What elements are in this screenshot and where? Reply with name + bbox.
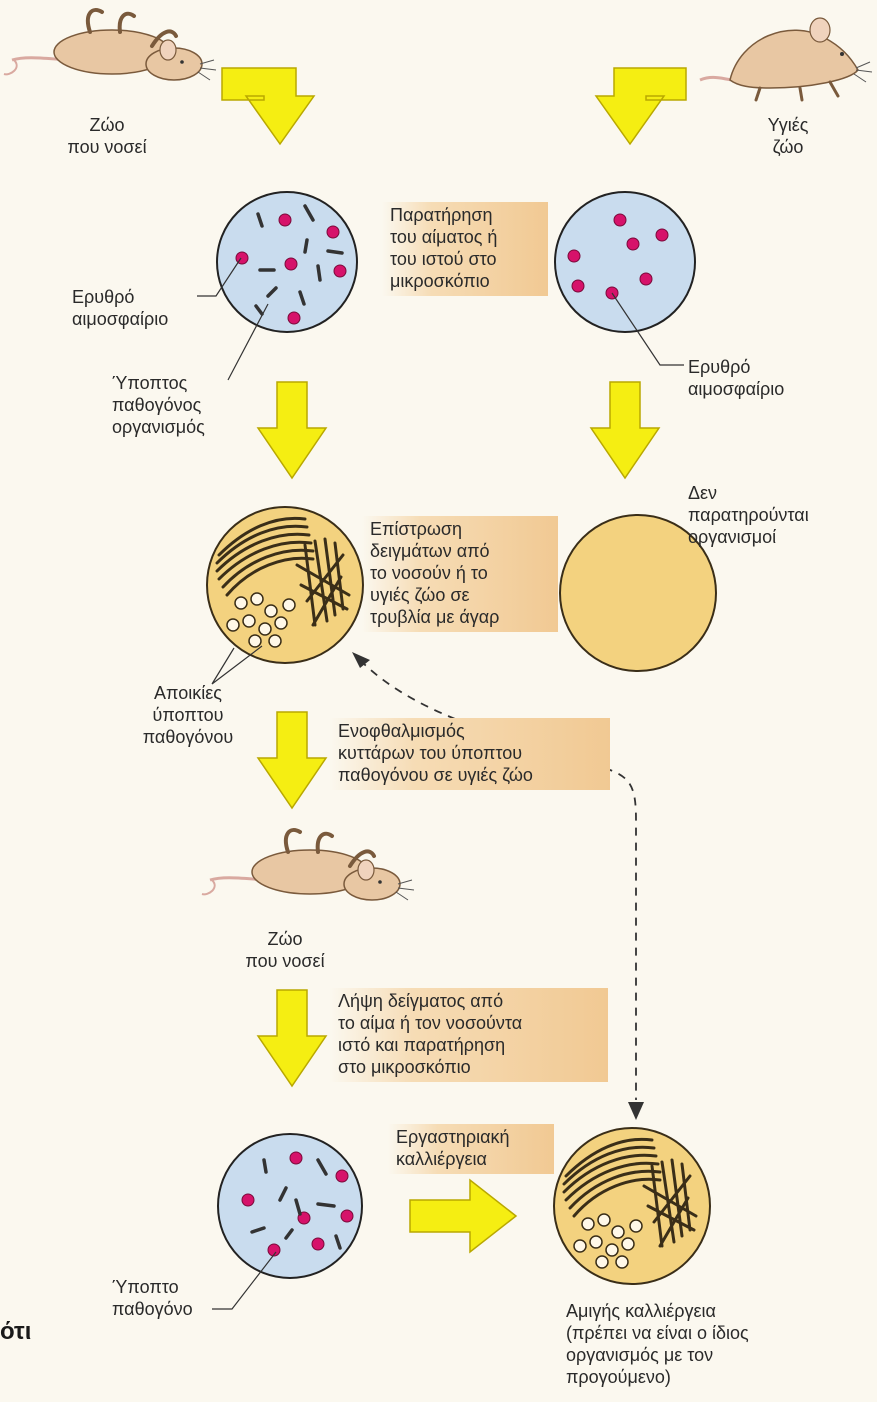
step-lab-culture: Εργαστηριακή καλλιέργεια [388, 1124, 554, 1174]
label-red-cell-left: Ερυθρό αιμοσφαίριο [72, 286, 202, 330]
bent-arrow-left [222, 68, 314, 144]
agar-plate-colonies [207, 507, 363, 663]
sick-mouse-top [4, 10, 216, 80]
step-inoculation: Ενοφθαλμισμός κυττάρων του ύποπτου παθογ… [330, 718, 610, 790]
label-no-organisms: Δεν παρατηρούνται οργανισμοί [688, 482, 868, 548]
step-agar-plating: Επίστρωση δειγμάτων από το νοσούν ή το υ… [362, 516, 558, 632]
label-sick-animal-top: Ζώο που νοσεί [52, 114, 162, 158]
label-colonies: Αποικίες ύποπτου παθογόνου [128, 682, 248, 748]
arrow-down-2 [591, 382, 659, 478]
arrow-right-culture [410, 1180, 516, 1252]
step-microscope-observation: Παρατήρηση του αίματος ή του ιστού στο μ… [382, 202, 548, 296]
side-text-fragment: ότι [0, 1318, 31, 1346]
bent-arrow-right [596, 68, 686, 144]
arrow-down-1 [258, 382, 326, 478]
arrow-down-4 [258, 990, 326, 1086]
label-suspect-pathogen: Ύποπτο παθογόνο [112, 1276, 222, 1320]
label-healthy-animal: Υγιές ζώο [748, 114, 828, 158]
healthy-mouse [700, 18, 872, 100]
arrow-down-3 [258, 712, 326, 808]
step-sampling: Λήψη δείγματος από το αίμα ή τον νοσούντ… [330, 988, 608, 1082]
label-sick-animal-middle: Ζώο που νοσεί [230, 928, 340, 972]
pure-culture-plate [554, 1128, 710, 1284]
label-pure-culture: Αμιγής καλλιέργεια (πρέπει να είναι ο ίδ… [566, 1300, 826, 1388]
sick-mouse-middle [202, 830, 414, 900]
label-suspect-organism: Ύποπτος παθογόνος οργανισμός [112, 372, 232, 438]
label-red-cell-right: Ερυθρό αιμοσφαίριο [688, 356, 818, 400]
